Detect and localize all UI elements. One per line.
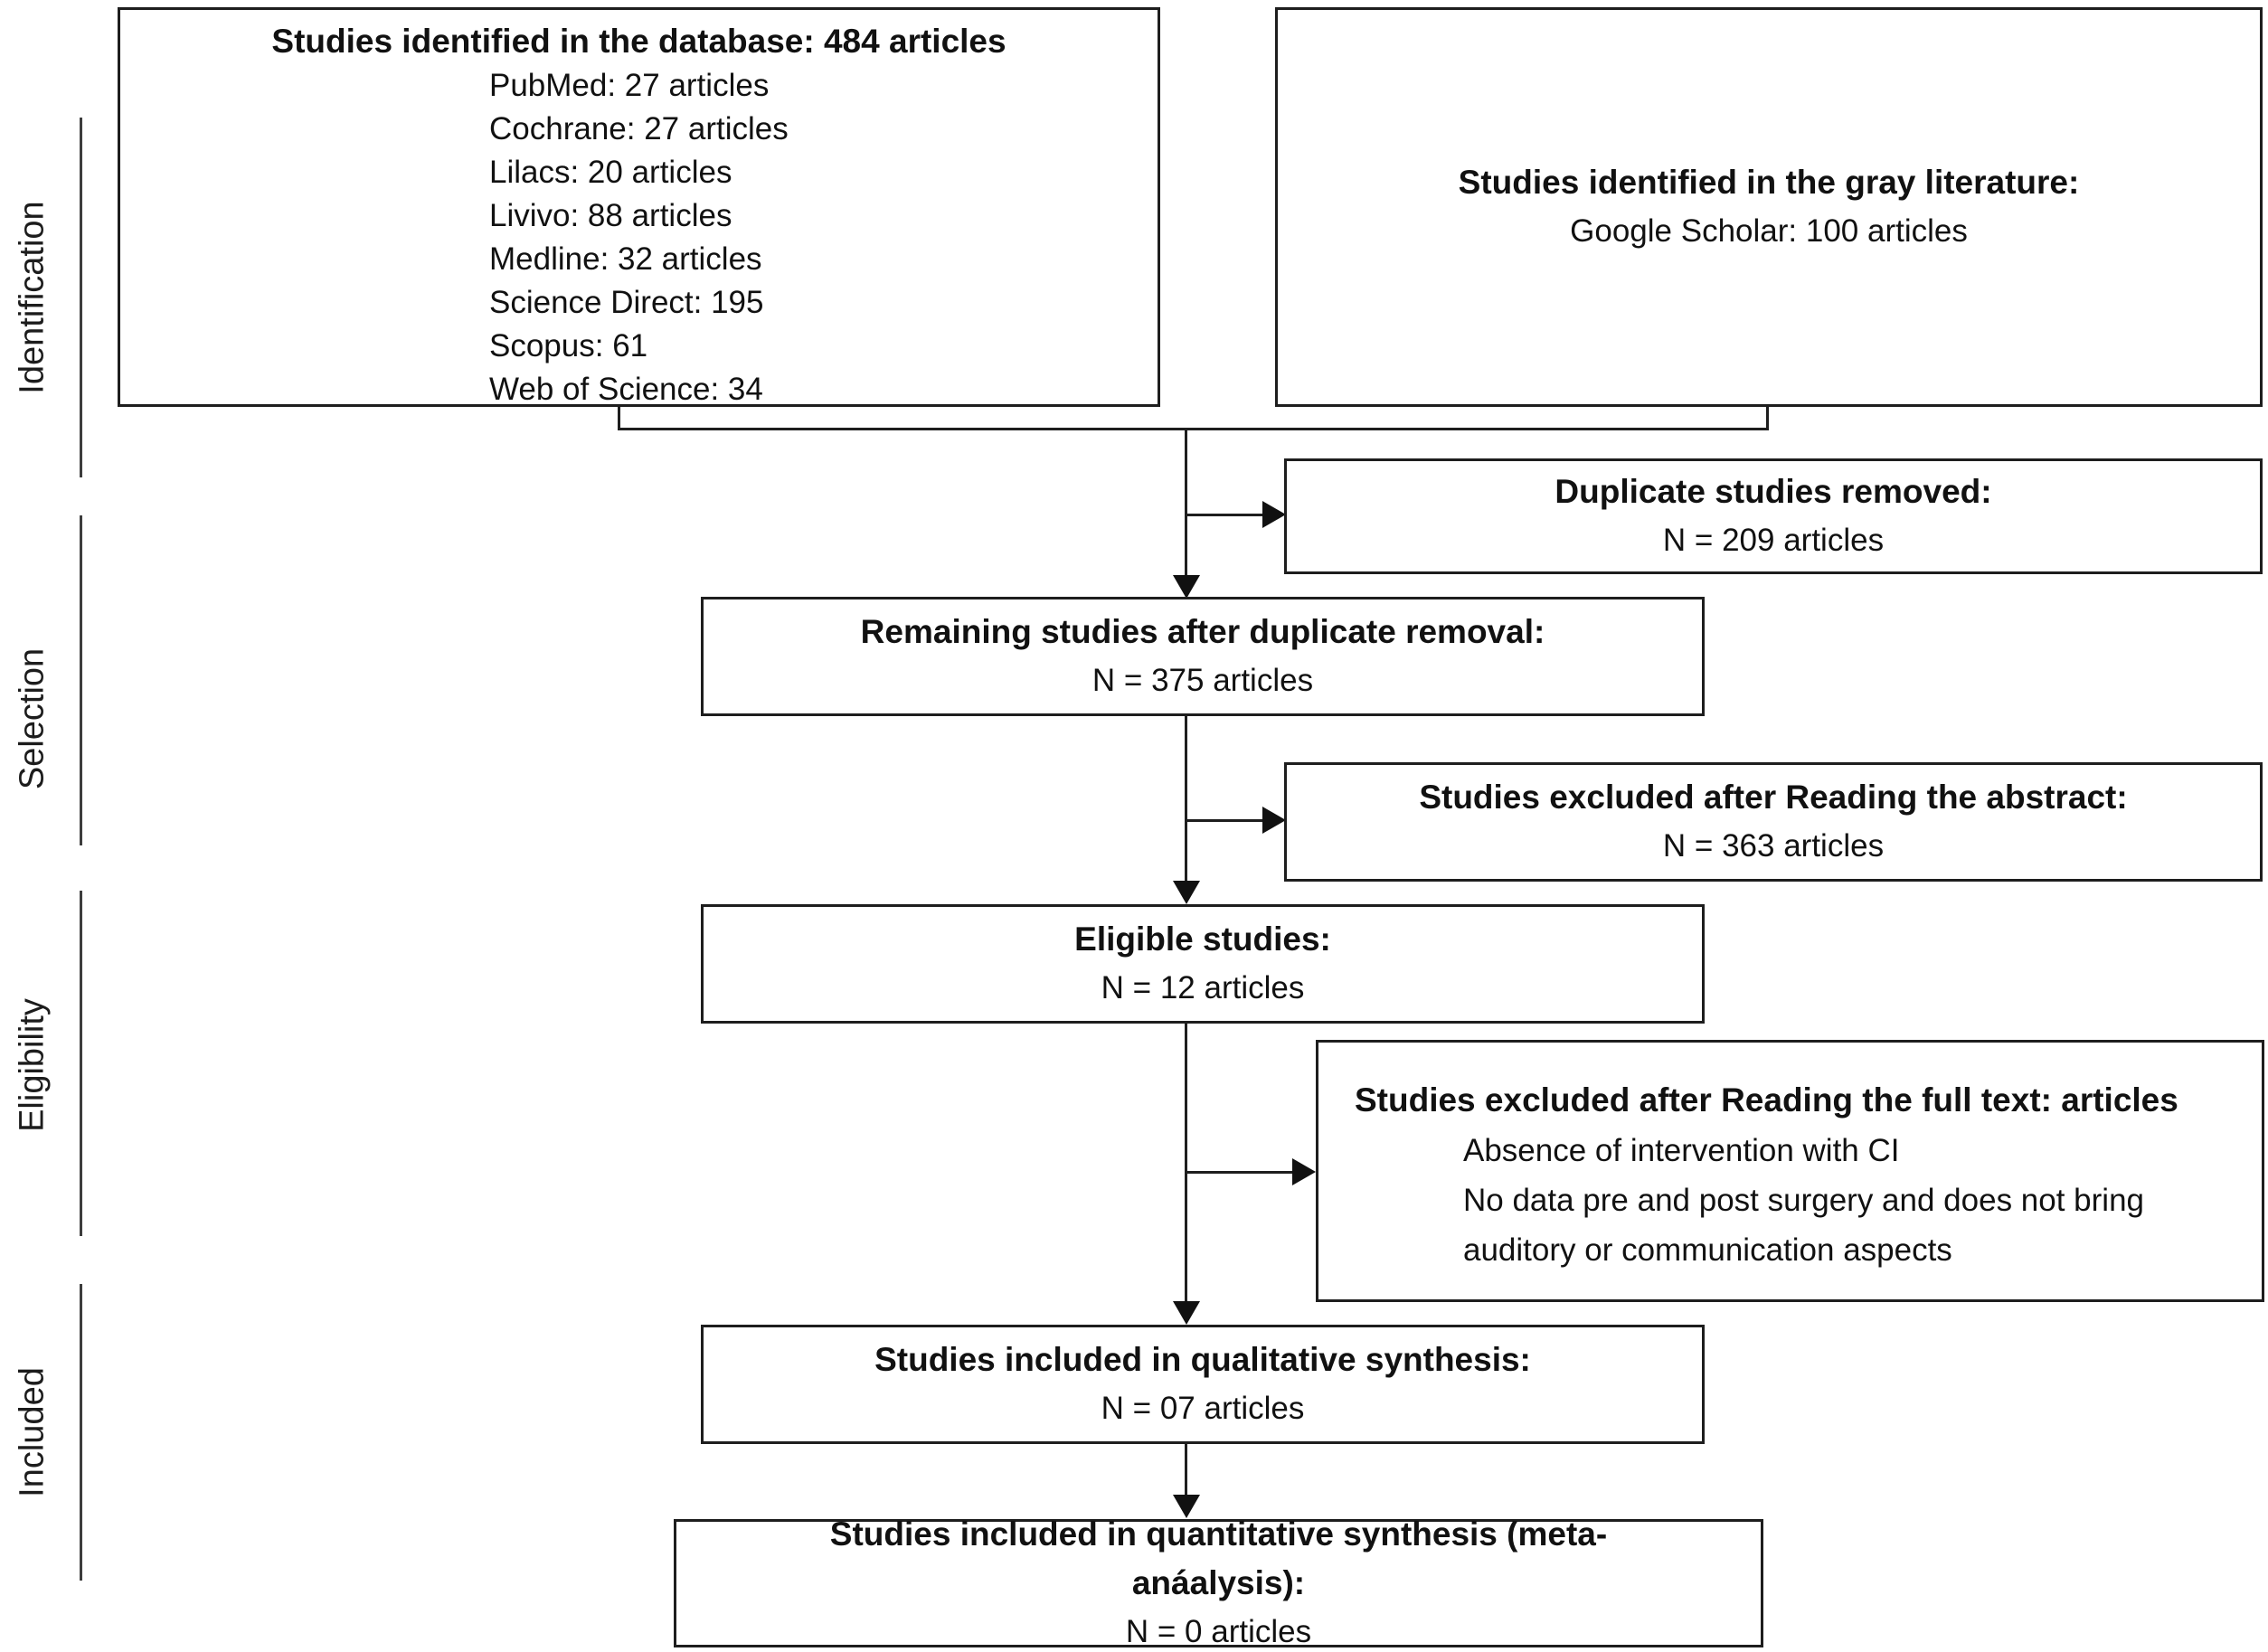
- identification-bracket-line: [80, 118, 82, 477]
- stage-label-included: Included: [13, 1367, 52, 1497]
- remaining-after-duplicates-title: Remaining studies after duplicate remova…: [860, 613, 1545, 650]
- connector-to-eligible: [1185, 716, 1187, 883]
- database-source-item: Livivo: 88 articles: [489, 198, 732, 233]
- excluded-full-text-reason: No data pre and post surgery and does no…: [1463, 1183, 2144, 1268]
- stage-label-selection: Selection: [13, 647, 52, 790]
- excluded-abstract-title: Studies excluded after Reading the abstr…: [1419, 779, 2128, 816]
- database-box: Studies identified in the database: 484 …: [118, 7, 1160, 407]
- database-source-item: Scopus: 61: [489, 328, 648, 363]
- database-source-list: PubMed: 27 articles Cochrane: 27 article…: [120, 64, 1158, 411]
- excluded-full-text-box: Studies excluded after Reading the full …: [1316, 1040, 2264, 1302]
- connector-merge-horizontal: [618, 428, 1769, 430]
- connector-to-qualitative: [1185, 1024, 1187, 1303]
- arrow-down-icon: [1173, 881, 1200, 904]
- database-source-item: PubMed: 27 articles: [489, 68, 770, 103]
- arrow-down-icon: [1173, 1301, 1200, 1325]
- included-bracket-line: [80, 1284, 82, 1581]
- connector-to-duplicates: [1185, 514, 1268, 516]
- gray-literature-box: Studies identified in the gray literatur…: [1275, 7, 2263, 407]
- duplicates-removed-title: Duplicate studies removed:: [1555, 473, 1992, 510]
- connector-to-excluded-fulltext: [1185, 1171, 1298, 1174]
- eligible-studies-count: N = 12 articles: [1101, 970, 1305, 1005]
- excluded-abstract-count: N = 363 articles: [1662, 828, 1885, 864]
- stage-label-eligibility: Eligibility: [13, 998, 52, 1132]
- quantitative-synthesis-box: Studies included in quantitative synthes…: [674, 1515, 1763, 1649]
- qualitative-synthesis-title: Studies included in qualitative synthesi…: [874, 1341, 1531, 1378]
- duplicates-removed-count: N = 209 articles: [1662, 523, 1885, 558]
- eligibility-bracket-line: [80, 891, 82, 1236]
- database-box-title: Studies identified in the database: 484 …: [271, 23, 1006, 60]
- quantitative-synthesis-count: N = 0 articles: [1125, 1614, 1312, 1649]
- arrow-right-icon: [1262, 501, 1286, 528]
- connector-database-stub: [618, 407, 620, 430]
- connector-gray-stub: [1766, 407, 1769, 430]
- duplicates-removed-box: Duplicate studies removed: N = 209 artic…: [1284, 458, 2263, 574]
- arrow-right-icon: [1292, 1158, 1316, 1185]
- qualitative-synthesis-box: Studies included in qualitative synthesi…: [701, 1325, 1705, 1444]
- remaining-after-duplicates-count: N = 375 articles: [1091, 663, 1314, 698]
- quantitative-synthesis-title: Studies included in quantitative synthes…: [829, 1515, 1608, 1601]
- connector-to-remaining: [1185, 428, 1187, 579]
- database-source-item: Cochrane: 27 articles: [489, 111, 789, 146]
- excluded-full-text-reasons: Absence of intervention with CI No data …: [1355, 1126, 2240, 1275]
- database-source-item: Web of Science: 34: [489, 372, 763, 407]
- arrow-down-icon: [1173, 1495, 1200, 1518]
- selection-bracket-line: [80, 515, 82, 845]
- database-source-item: Lilacs: 20 articles: [489, 155, 732, 190]
- excluded-full-text-title: Studies excluded after Reading the full …: [1355, 1081, 2178, 1119]
- database-source-item: Science Direct: 195: [489, 285, 764, 320]
- excluded-abstract-box: Studies excluded after Reading the abstr…: [1284, 762, 2263, 882]
- database-source-item: Medline: 32 articles: [489, 241, 762, 277]
- stage-label-identification: Identification: [13, 201, 52, 394]
- connector-to-quantitative: [1185, 1444, 1187, 1496]
- remaining-after-duplicates-box: Remaining studies after duplicate remova…: [701, 597, 1705, 716]
- excluded-full-text-reason: Absence of intervention with CI: [1463, 1133, 1900, 1168]
- gray-literature-title: Studies identified in the gray literatur…: [1458, 164, 2080, 201]
- connector-to-excluded-abstract: [1185, 819, 1268, 822]
- gray-literature-count: Google Scholar: 100 articles: [1570, 213, 1968, 249]
- eligible-studies-box: Eligible studies: N = 12 articles: [701, 904, 1705, 1024]
- arrow-down-icon: [1173, 575, 1200, 599]
- qualitative-synthesis-count: N = 07 articles: [1101, 1391, 1305, 1426]
- eligible-studies-title: Eligible studies:: [1074, 920, 1331, 958]
- arrow-right-icon: [1262, 807, 1286, 834]
